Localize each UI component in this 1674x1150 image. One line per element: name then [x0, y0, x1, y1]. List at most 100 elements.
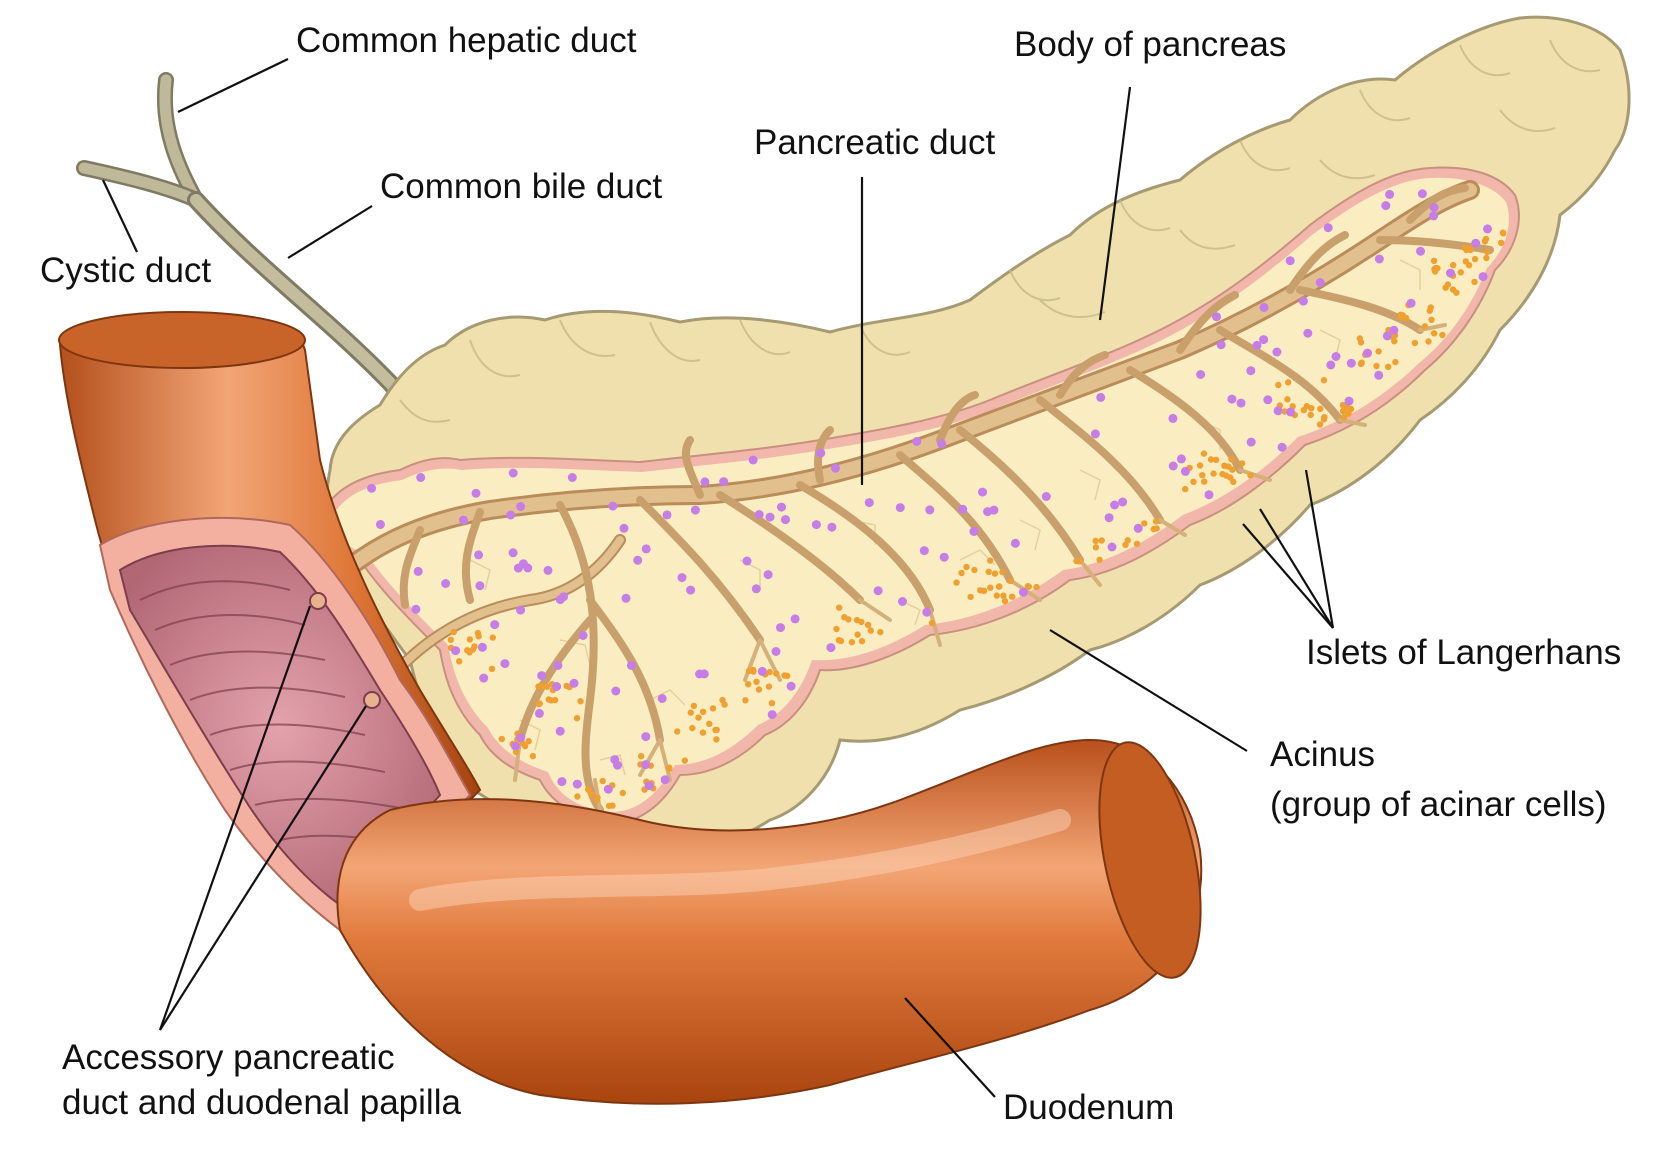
acinar-cell-dot	[1375, 348, 1382, 355]
islet-dot	[523, 563, 533, 573]
acinar-cell-dot	[987, 557, 994, 564]
acinar-cell-dot	[552, 696, 559, 704]
duodenum-end-opening	[1098, 741, 1202, 979]
islet-dot	[471, 488, 481, 498]
islet-dot	[898, 597, 907, 606]
acinar-cell-dot	[1152, 518, 1160, 525]
islet-dot	[690, 505, 700, 515]
acinar-cell-dot	[971, 566, 978, 574]
islet-dot	[1263, 395, 1273, 405]
acinar-cell-dot	[877, 628, 884, 636]
acinar-cell-dot	[1457, 269, 1465, 276]
acinar-cell-dot	[713, 726, 720, 734]
label-duodenum: Duodenum	[1003, 1088, 1175, 1127]
islet-dot	[1010, 538, 1020, 548]
acinar-cell-dot	[1225, 463, 1232, 470]
label-acinus-description: (group of acinar cells)	[1270, 785, 1607, 824]
islet-dot	[555, 595, 565, 605]
islet-dot	[413, 566, 423, 576]
acinar-cell-dot	[574, 793, 581, 800]
acinar-cell-dot	[447, 636, 454, 643]
acinar-cell-dot	[535, 700, 543, 708]
acinar-cell-dot	[488, 665, 496, 672]
acinar-cell-dot	[543, 683, 551, 690]
leader-acinus	[1049, 629, 1248, 752]
islet-dot	[1090, 429, 1100, 439]
islet-dot	[543, 565, 553, 575]
acinar-cell-dot	[753, 678, 760, 685]
leader-body-of-pancreas	[1098, 86, 1132, 321]
acinar-cell-dot	[690, 702, 698, 710]
islet-dot	[641, 544, 651, 554]
islet-dot	[500, 659, 510, 669]
acinar-cell-dot	[864, 621, 872, 629]
islet-dot	[1417, 189, 1427, 199]
islet-dot	[537, 671, 547, 681]
acinar-cell-dot	[1471, 255, 1479, 263]
islet-dot	[1118, 497, 1128, 507]
islet-dot	[1196, 370, 1206, 379]
acinar-cell-dot	[1199, 472, 1206, 479]
leader-duodenum	[904, 997, 996, 1098]
islet-dot	[925, 505, 935, 515]
islet-dot	[1107, 542, 1117, 552]
islet-dot	[695, 669, 705, 679]
acinar-cell-dot	[588, 791, 595, 798]
islet-dot	[534, 708, 544, 718]
islet-dot	[1110, 500, 1120, 510]
acinar-cell-dot	[521, 742, 529, 750]
islet-dot	[555, 726, 565, 736]
acinar-cell-dot	[1316, 421, 1324, 428]
acinar-cell-dot	[837, 637, 845, 645]
acinar-cell-dot	[1007, 577, 1014, 585]
islet-dot	[864, 498, 874, 508]
acinar-cell-dot	[709, 705, 717, 712]
acinar-cell-dot	[999, 568, 1006, 576]
islet-dot	[754, 510, 764, 519]
islet-dot	[1277, 442, 1287, 452]
acinar-cell-dot	[1444, 281, 1452, 288]
islet-dot	[553, 660, 563, 670]
acinar-cell-dot	[773, 670, 780, 677]
islet-dot	[416, 473, 426, 482]
acinar-cell-dot	[1391, 338, 1398, 345]
acinar-cell-dot	[1430, 257, 1438, 264]
islet-dot	[1385, 189, 1395, 199]
islet-dot	[1252, 340, 1262, 350]
acinar-cell-dot	[525, 738, 532, 745]
acinar-cell-dot	[1471, 278, 1478, 286]
islet-dot	[786, 681, 796, 691]
leader-cystic-duct	[102, 179, 138, 253]
acinar-cell-dot	[835, 604, 843, 611]
acinar-cell-dot	[450, 628, 457, 636]
acinar-cell-dot	[1320, 377, 1328, 384]
islet-dot	[662, 510, 672, 520]
islet-dot	[1259, 335, 1269, 345]
acinar-cell-dot	[619, 789, 626, 797]
islet-dot	[765, 512, 775, 522]
acinar-cell-dot	[1347, 405, 1355, 413]
acinar-cell-dot	[1219, 470, 1226, 478]
acinar-cell-dot	[1308, 405, 1315, 412]
acinar-cell-dot	[464, 647, 471, 654]
acinar-cell-dot	[529, 752, 537, 760]
islet-dot	[441, 579, 451, 588]
acinar-cell-dot	[594, 794, 601, 801]
acinar-cell-dot	[995, 583, 1003, 590]
acinar-cell-dot	[1210, 470, 1217, 477]
islet-dot	[751, 584, 761, 594]
duodenum	[58, 311, 1203, 1105]
acinar-cell-dot	[991, 570, 999, 577]
acinar-cell-dot	[1300, 406, 1308, 414]
acinar-cell-dot	[706, 720, 713, 727]
leader-islets-3	[1259, 508, 1334, 629]
acinar-cell-dot	[1484, 248, 1491, 256]
acinar-cell-dot	[742, 697, 749, 704]
acinar-cell-dot	[848, 639, 856, 646]
islet-dot	[451, 646, 461, 656]
islet-dot	[1286, 407, 1295, 417]
islet-dot	[763, 570, 773, 580]
acinar-cell-dot	[695, 714, 702, 721]
label-acinus: Acinus	[1270, 735, 1376, 774]
